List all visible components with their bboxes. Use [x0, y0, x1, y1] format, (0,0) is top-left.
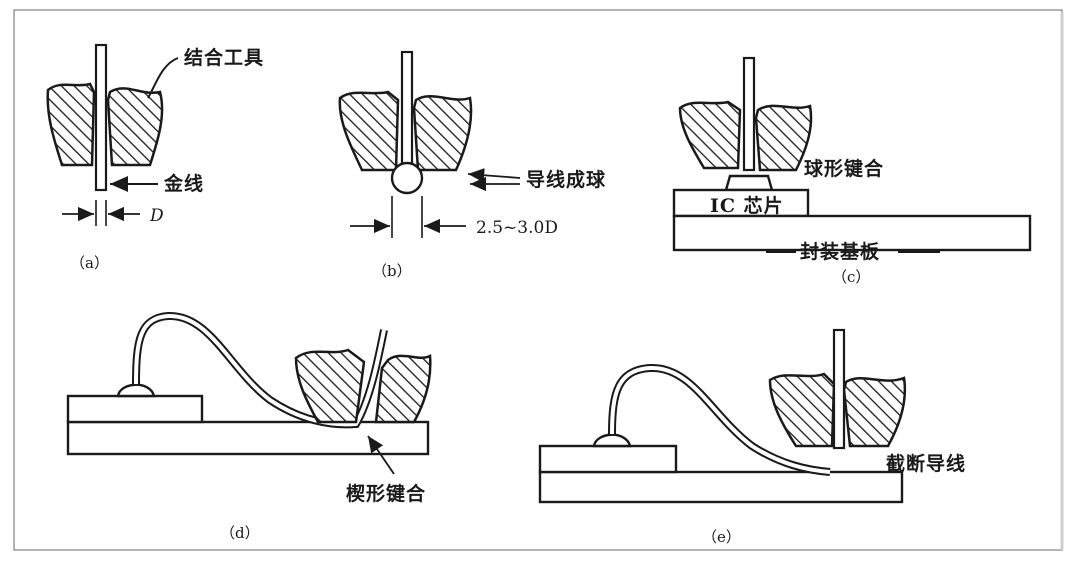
dim-label: 2.5~3.0D: [476, 218, 558, 238]
ic-chip: [66, 394, 204, 424]
substrate-label: 封装基板: [800, 240, 880, 263]
wire-inner: [134, 313, 386, 427]
ball-arrow-upper: [467, 168, 521, 183]
package-substrate: [66, 420, 430, 456]
panel-b: 导线成球 2.5~3.0D （b）: [338, 50, 606, 280]
tool-right-jaw: [754, 104, 813, 172]
tool-right-jaw: [106, 87, 164, 167]
wire-ball: [390, 161, 424, 195]
package-substrate: [672, 214, 1032, 252]
tool-left-jaw: [678, 100, 742, 170]
ball-bond: [116, 383, 156, 398]
ball-bond: [724, 174, 774, 192]
gold-wire: [400, 50, 414, 169]
gold-wire-cut: [832, 328, 846, 450]
tool-left-jaw: [294, 348, 366, 424]
panel-c: IC 芯片 球形键合 封装基板 （c）: [672, 56, 1032, 286]
wedge-arrow: [367, 435, 395, 475]
caption-c: （c）: [832, 268, 870, 286]
caption-d: （d）: [220, 524, 260, 542]
gold-wire: [94, 43, 108, 192]
ball-label: 导线成球: [526, 168, 606, 191]
chip-label: IC 芯片: [710, 194, 784, 217]
package-substrate: [538, 470, 904, 504]
wire-inner: [610, 365, 831, 474]
panel-a: 结合工具 金线 D （a）: [46, 43, 264, 272]
panel-e: 截断导线 （e）: [538, 328, 966, 546]
gold-wire: [742, 56, 756, 172]
tool-right-jaw: [374, 354, 432, 424]
panel-d: 楔形键合 （d）: [66, 311, 432, 542]
cut-label: 截断导线: [886, 452, 966, 475]
tool-right-jaw: [842, 376, 907, 448]
ic-chip: [538, 444, 678, 474]
tool-left-jaw: [46, 82, 96, 167]
caption-a: （a）: [70, 254, 109, 272]
ball-bond: [592, 433, 632, 448]
dim-label-d: D: [149, 206, 164, 226]
wire-label: 金线: [163, 172, 204, 195]
tool-leader-line: [147, 57, 179, 99]
caption-e: （e）: [702, 528, 741, 546]
bond-label: 球形键合: [804, 157, 884, 180]
bond-label: 楔形键合: [346, 482, 426, 505]
caption-b: （b）: [372, 262, 412, 280]
tool-right-jaw: [412, 95, 473, 172]
tool-left-jaw: [768, 372, 836, 448]
tool-label: 结合工具: [184, 46, 264, 69]
tool-left-jaw: [338, 90, 400, 172]
